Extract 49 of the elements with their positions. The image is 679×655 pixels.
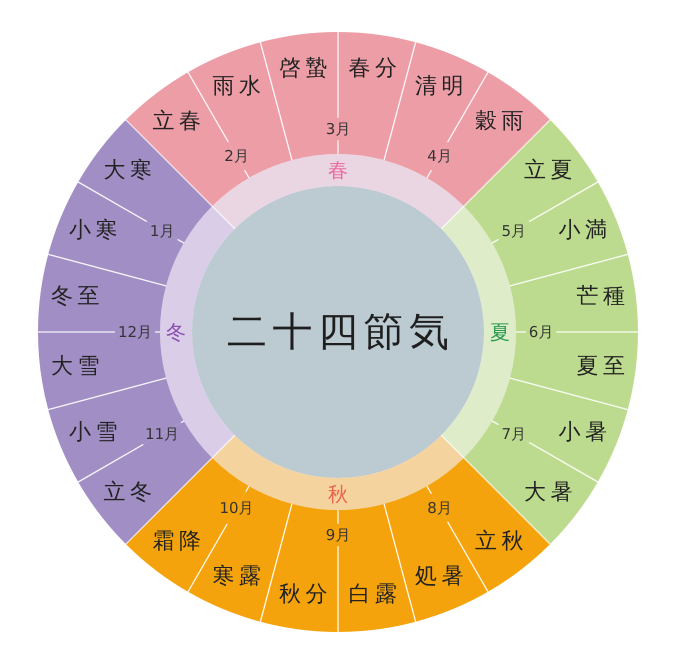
term-label: 大雪: [50, 354, 104, 379]
term-label: 穀雨: [474, 110, 528, 134]
term-sector: [260, 32, 338, 161]
month-label: 9月: [326, 526, 350, 544]
month-label: 2月: [224, 148, 249, 164]
term-label: 冬至: [50, 285, 104, 310]
term-label: 春分: [347, 57, 402, 82]
term-label: 立春: [151, 110, 206, 134]
term-label: 小暑: [558, 421, 612, 446]
month-label: 12月: [118, 324, 152, 340]
title-text: 二十四節気: [226, 310, 455, 354]
month-label: 3月: [326, 120, 350, 138]
season-label: 秋: [328, 483, 348, 505]
term-label: 芒種: [576, 285, 630, 310]
term-label: 夏至: [576, 354, 630, 379]
term-sector: [338, 32, 416, 161]
term-sector: [260, 503, 338, 632]
term-sector: [48, 378, 184, 482]
term-label: 立夏: [523, 158, 577, 183]
term-label: 小雪: [68, 421, 122, 446]
season-label: 冬: [166, 321, 186, 343]
season-label: 春: [328, 159, 348, 181]
term-label: 小寒: [68, 218, 122, 243]
month-label: 6月: [528, 324, 554, 340]
term-label: 啓蟄: [278, 57, 332, 82]
term-sector: [492, 182, 628, 286]
term-sector: [338, 503, 416, 632]
term-label: 立冬: [102, 481, 156, 506]
month-label: 11月: [145, 425, 180, 442]
term-label: 寒露: [211, 564, 266, 589]
term-label: 小満: [558, 218, 612, 243]
term-label: 処暑: [414, 564, 468, 589]
term-label: 立秋: [474, 530, 528, 554]
month-label: 5月: [502, 222, 526, 239]
month-label: 10月: [219, 500, 254, 516]
term-label: 霜降: [151, 530, 206, 554]
month-label: 4月: [427, 148, 452, 164]
season-label: 夏: [490, 321, 510, 343]
month-label: 8月: [427, 500, 452, 516]
term-label: 白露: [347, 582, 402, 607]
month-label: 7月: [502, 425, 526, 442]
term-label: 雨水: [211, 75, 266, 100]
term-label: 大暑: [523, 481, 577, 506]
term-sector: [492, 378, 628, 482]
term-label: 大寒: [102, 158, 156, 183]
term-label: 清明: [414, 75, 468, 100]
month-label: 1月: [150, 222, 174, 239]
term-label: 秋分: [278, 582, 332, 607]
term-sector: [48, 181, 184, 286]
